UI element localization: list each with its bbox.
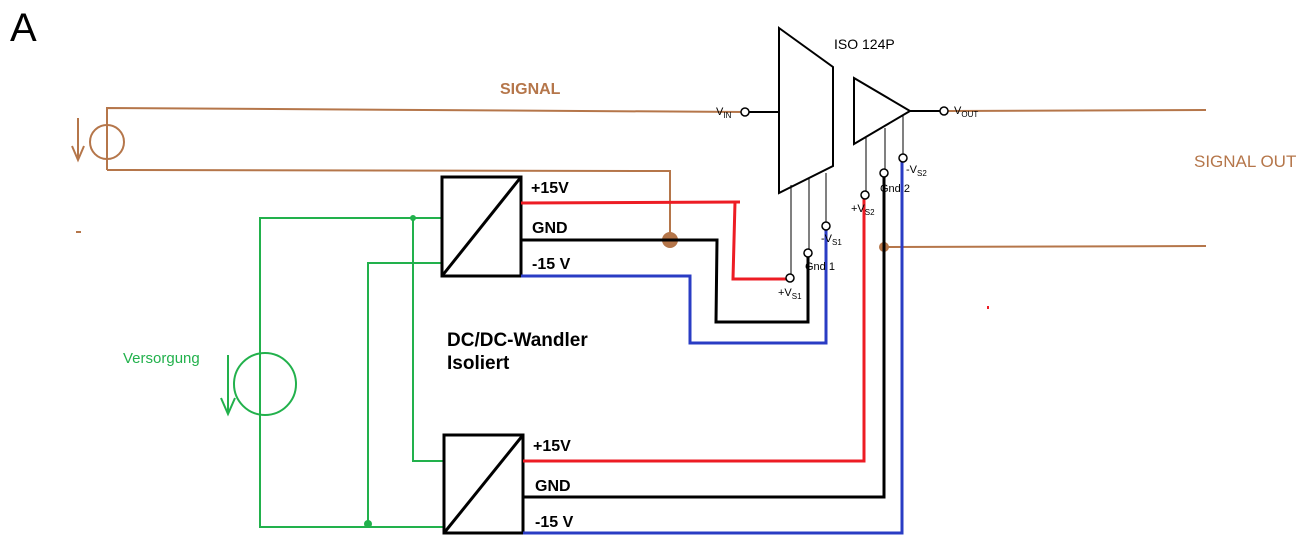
bottom-converter-outputs	[523, 160, 904, 535]
signal-wire-top	[106, 106, 746, 170]
pin-plus-vs2-label: +VS2	[851, 203, 875, 217]
ic-pins	[740, 106, 949, 283]
signal-out-label: SIGNAL OUT	[1194, 152, 1297, 171]
pin-vout-label: VOUT	[954, 105, 979, 119]
pin-gnd1	[803, 248, 813, 258]
converter-caption: DC/DC-Wandler Isoliert	[447, 330, 588, 376]
signal-return-wire	[106, 169, 671, 240]
signal-source-circle	[89, 124, 125, 160]
isolation-barrier	[778, 26, 834, 195]
supply-wire-return	[367, 262, 442, 524]
top-minus15-wire	[521, 228, 828, 345]
top-converter-outputs	[520, 200, 828, 345]
top-minus15-label: -15 V	[532, 256, 571, 273]
pin-gnd2-label: Gnd 2	[880, 183, 910, 195]
pin-vout	[939, 106, 949, 116]
gnd2-ref-wire	[883, 245, 1207, 248]
panel-label: A	[10, 6, 37, 50]
bottom-minus15-label: -15 V	[535, 514, 574, 531]
converter-caption-line2: Isoliert	[447, 352, 510, 374]
output-amplifier	[853, 76, 912, 146]
supply-wiring	[220, 217, 443, 528]
signal-label: SIGNAL	[500, 81, 561, 98]
dcdc-converter-bottom	[442, 433, 525, 535]
pin-minus-vs2-label: -VS2	[906, 164, 927, 178]
stray-dot	[987, 306, 989, 309]
pin-gnd2	[879, 168, 889, 178]
bottom-minus15-wire	[523, 160, 904, 535]
top-gnd-label: GND	[532, 220, 568, 237]
top-plus15-label: +15V	[531, 180, 569, 197]
top-plus15-wire	[520, 200, 741, 205]
signal-source	[71, 106, 1207, 248]
supply-junction-top	[410, 215, 416, 221]
converter-caption-line1: DC/DC-Wandler	[447, 330, 588, 351]
pin-plus-vs1	[785, 273, 795, 283]
pin-gnd1-label: Gnd 1	[805, 261, 835, 273]
bottom-plus15-wire	[523, 198, 866, 463]
supply-wire-top	[259, 217, 443, 528]
supply-source-circle	[233, 352, 297, 416]
pin-plus-vs2	[860, 190, 870, 200]
pin-vin-label: VIN	[716, 106, 732, 120]
pin-minus-vs1	[821, 221, 831, 231]
signal-out-wire	[947, 109, 1207, 112]
pin-plus-vs1-label: +VS1	[778, 287, 802, 301]
iso124p-symbol	[748, 26, 940, 274]
supply-label: Versorgung	[123, 350, 200, 367]
bottom-gnd-wire	[523, 175, 886, 499]
iso124p-label: ISO 124P	[834, 36, 895, 52]
dcdc-converter-top	[440, 175, 523, 278]
bottom-plus15-label: +15V	[533, 438, 571, 455]
supply-arrowhead	[220, 397, 236, 417]
top-plus15-to-vs1	[731, 201, 789, 281]
pin-minus-vs1-label: -VS1	[821, 233, 842, 247]
pin-vin	[740, 107, 750, 117]
signal-source-arrowhead	[71, 145, 85, 163]
bottom-gnd-label: GND	[535, 478, 571, 495]
supply-junction-bottom	[364, 520, 372, 528]
pin-minus-vs2	[898, 153, 908, 163]
top-gnd-wire	[521, 238, 810, 324]
supply-wire-bottom-feed	[412, 218, 443, 462]
